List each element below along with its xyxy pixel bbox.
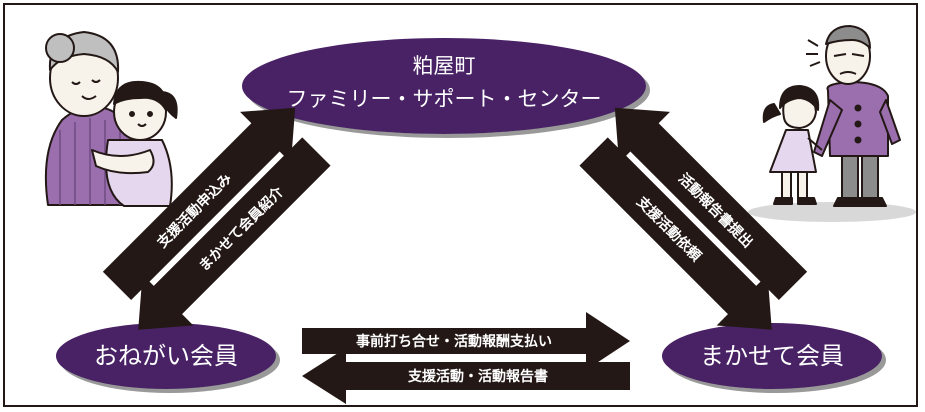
right-member-label: まかせて会員 bbox=[700, 342, 844, 370]
bottom-arrows: 事前打ち合せ・活動報酬支払い 支援活動・活動報告書 bbox=[302, 312, 630, 404]
grandfather-child-illustration bbox=[748, 25, 916, 222]
left-lower-arrow bbox=[138, 137, 331, 330]
left-member-node: おねがい会員 bbox=[56, 323, 276, 389]
right-lower-arrow bbox=[579, 137, 772, 330]
right-upper-arrow bbox=[614, 107, 808, 301]
left-upper-arrow bbox=[102, 107, 296, 301]
left-member-label: おねがい会員 bbox=[94, 342, 238, 370]
bottom-right-arrow-label: 事前打ち合せ・活動報酬支払い bbox=[356, 333, 552, 350]
center-node-subtitle: ファミリー・サポート・センター bbox=[287, 87, 602, 111]
center-node-title: 粕屋町 bbox=[413, 54, 476, 78]
bottom-left-arrow bbox=[302, 348, 630, 404]
bottom-left-arrow-label: 支援活動・活動報告書 bbox=[407, 368, 548, 385]
right-member-node: まかせて会員 bbox=[662, 323, 882, 389]
center-node: 粕屋町 ファミリー・サポート・センター bbox=[242, 38, 646, 134]
grandmother-child-illustration bbox=[44, 31, 178, 207]
bottom-right-arrow bbox=[302, 312, 630, 370]
